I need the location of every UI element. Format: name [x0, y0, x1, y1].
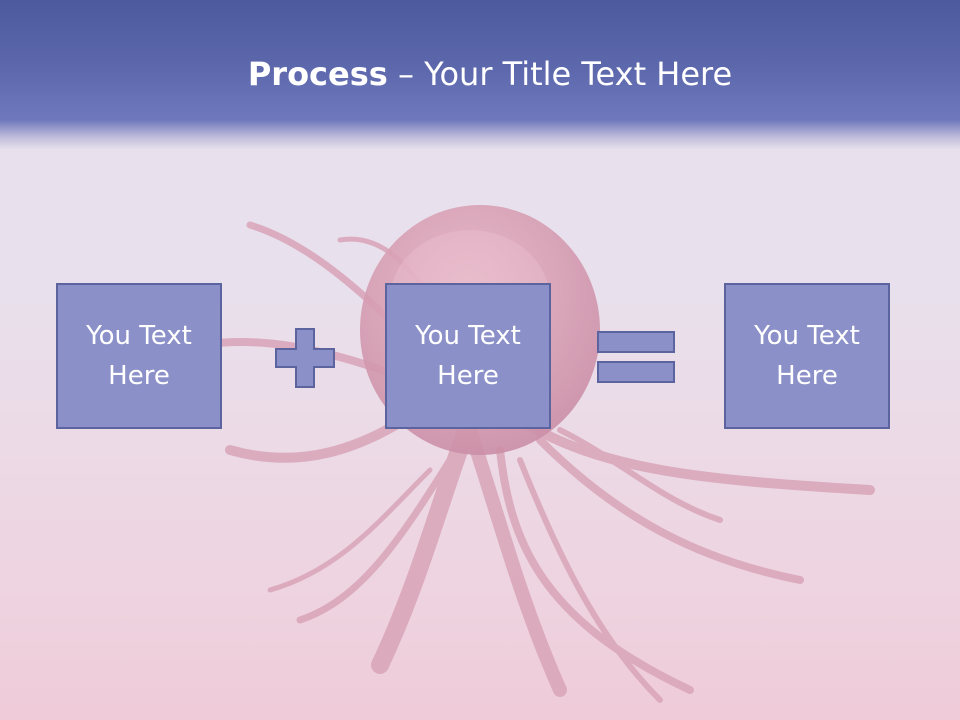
title-bar — [0, 0, 960, 150]
plus-icon — [275, 328, 335, 388]
equals-icon — [597, 331, 675, 383]
title-rest: – Your Title Text Here — [387, 55, 733, 93]
title-bold: Process — [247, 55, 388, 93]
slide-title: Process – Your Title Text Here — [0, 52, 960, 96]
process-box-3[interactable]: You Text Here — [724, 283, 890, 429]
process-box-2[interactable]: You Text Here — [385, 283, 551, 429]
process-box-1[interactable]: You Text Here — [56, 283, 222, 429]
